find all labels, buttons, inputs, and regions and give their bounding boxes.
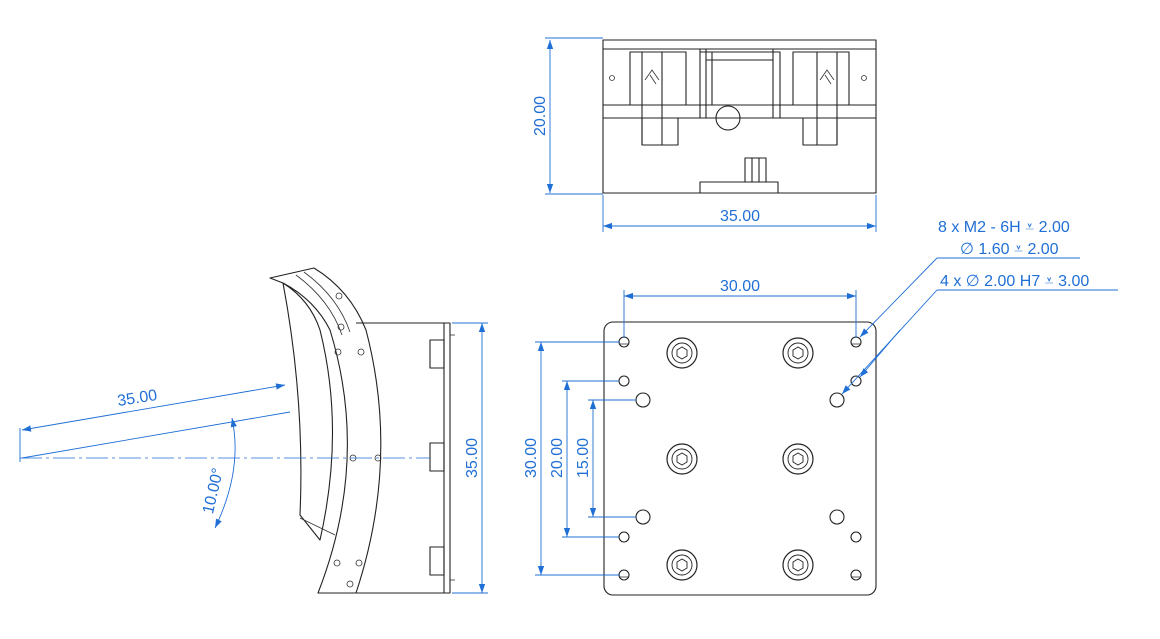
- thread-callout-line2: ∅ 1.60 ⩡ 2.00: [960, 241, 1059, 258]
- top-width-dimension: 35.00: [720, 208, 760, 225]
- thread-callout-line1: 8 x M2 - 6H ⩡ 2.00: [938, 219, 1070, 236]
- center-hole: [715, 105, 741, 131]
- side-height-dimension: 35.00: [464, 438, 481, 478]
- pin-callout: 4 x ∅ 2.00 H7 ⩡ 3.00: [940, 273, 1089, 290]
- screw-top-left: [666, 337, 698, 369]
- bottom-height-mid-dimension: 20.00: [549, 438, 566, 478]
- screw-bottom-right: [782, 549, 814, 581]
- bottom-view: 30.00 30.00 20.00 15.00 8 x M2 - 6H ⩡ 2.…: [523, 219, 1118, 596]
- screw-top-right: [782, 337, 814, 369]
- bottom-height-outer-dimension: 30.00: [523, 438, 540, 478]
- side-view: 35.00 10.00° 35.00: [19, 267, 488, 594]
- bottom-height-inner-dimension: 15.00: [575, 438, 592, 478]
- side-radius-dimension: 35.00: [116, 387, 158, 410]
- screw-bottom-left: [666, 549, 698, 581]
- screw-mid-right: [782, 443, 814, 475]
- screw-mid-left: [666, 443, 698, 475]
- top-view: 20.00 35.00: [532, 37, 877, 232]
- top-height-dimension: 20.00: [532, 96, 549, 136]
- bottom-width-dimension: 30.00: [720, 278, 760, 295]
